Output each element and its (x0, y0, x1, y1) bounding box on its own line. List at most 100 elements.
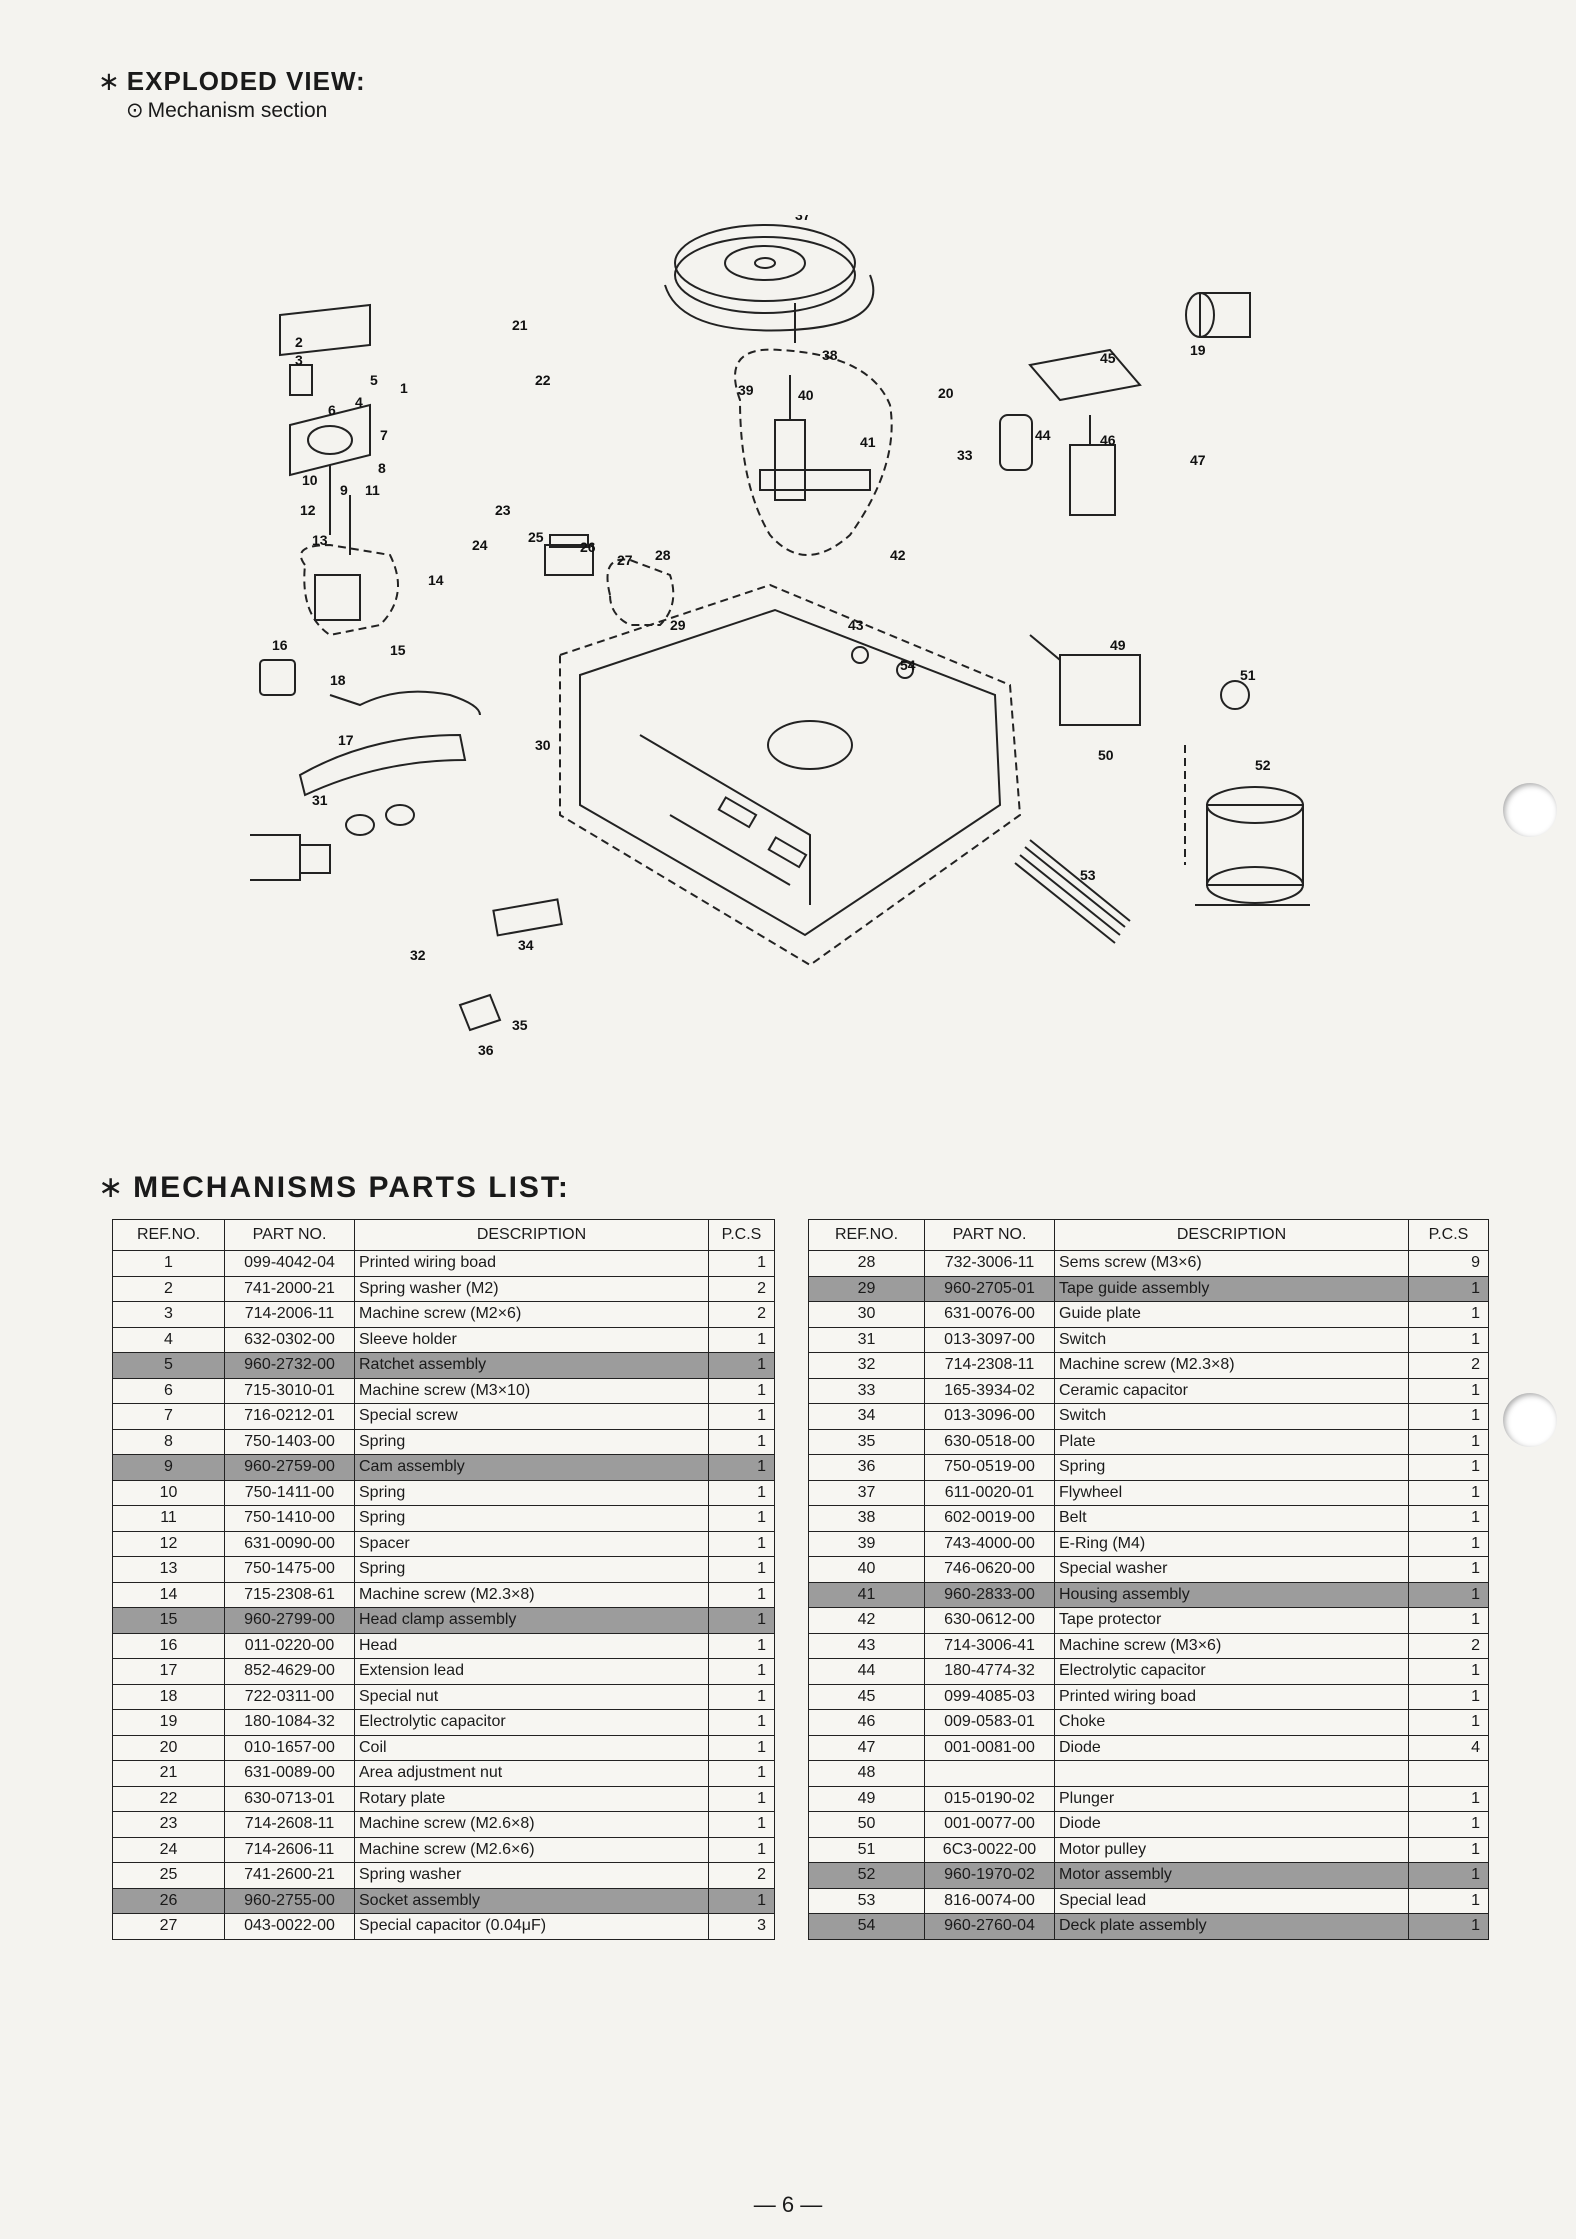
callout-52: 52 (1255, 757, 1271, 773)
ref-no-cell: 48 (808, 1760, 925, 1787)
part-no-cell: 630-0713-01 (224, 1785, 355, 1812)
callout-23: 23 (495, 502, 511, 518)
part-no-cell: 743-4000-00 (924, 1530, 1055, 1557)
col-pcs: P.C.S (708, 1219, 775, 1251)
plate-35-drawing (458, 993, 502, 1032)
part-no-cell: 630-0518-00 (924, 1428, 1055, 1455)
pcs-cell: 1 (708, 1454, 775, 1481)
col-pcs: P.C.S (1408, 1219, 1489, 1251)
flywheel-drawing (664, 224, 875, 343)
part-no-cell: 746-0620-00 (924, 1556, 1055, 1583)
callout-38: 38 (822, 347, 838, 363)
exploded-view-title-text: EXPLODED VIEW: (126, 66, 366, 96)
part-no-cell: 750-1403-00 (224, 1428, 355, 1455)
callout-13: 13 (312, 532, 328, 548)
pcs-cell: 1 (708, 1377, 775, 1404)
part-no-cell: 960-2799-00 (224, 1607, 355, 1634)
pcs-cell: 1 (708, 1530, 775, 1557)
description-cell: Switch (1054, 1403, 1409, 1430)
pcs-cell: 1 (1408, 1479, 1489, 1506)
part-no-cell: 015-0190-02 (924, 1785, 1055, 1812)
pcs-cell: 1 (1408, 1530, 1489, 1557)
pcs-cell: 1 (708, 1250, 775, 1277)
extension-lead-drawing (329, 690, 481, 716)
part-no-cell: 043-0022-00 (224, 1913, 355, 1940)
ref-no-cell: 16 (112, 1632, 225, 1659)
callout-39: 39 (738, 382, 754, 398)
description-cell: Ceramic capacitor (1054, 1377, 1409, 1404)
pcs-cell: 1 (1408, 1301, 1489, 1328)
pcs-cell: 4 (1408, 1734, 1489, 1761)
part-no-cell: 001-0081-00 (924, 1734, 1055, 1761)
ref-no-cell: 12 (112, 1530, 225, 1557)
description-cell: Sleeve holder (354, 1326, 709, 1353)
description-cell: Special nut (354, 1683, 709, 1710)
capacitor-27b-drawing (385, 804, 415, 826)
pcs-cell: 9 (1408, 1250, 1489, 1277)
description-cell: Plunger (1054, 1785, 1409, 1812)
part-no-cell: 165-3934-02 (924, 1377, 1055, 1404)
ref-no-cell: 13 (112, 1556, 225, 1583)
parts-list-star: ∗ (98, 1171, 126, 1204)
col-ref-no: REF.NO. (112, 1219, 225, 1251)
part-no-cell: 010-1657-00 (224, 1734, 355, 1761)
binder-hole-bottom (1503, 1393, 1557, 1447)
callout-37: 37 (795, 215, 811, 223)
ref-no-cell: 36 (808, 1454, 925, 1481)
table-header-row: REF.NO. PART NO. DESCRIPTION P.C.S (808, 1219, 1489, 1251)
housing-assembly-outline (734, 348, 893, 556)
ref-no-cell: 53 (808, 1887, 925, 1914)
electrolytic-capacitor-44-drawing (999, 414, 1033, 471)
description-cell: Special capacitor (0.04μF) (354, 1913, 709, 1940)
ref-no-cell: 34 (808, 1403, 925, 1430)
part-no-cell: 960-2833-00 (924, 1581, 1055, 1608)
callout-42: 42 (890, 547, 906, 563)
description-cell: Guide plate (1054, 1301, 1409, 1328)
pcs-cell: 2 (708, 1301, 775, 1328)
ref-no-cell: 47 (808, 1734, 925, 1761)
description-cell (1054, 1760, 1409, 1787)
callout-2: 2 (295, 334, 303, 350)
socket-assembly-drawing (544, 534, 594, 576)
description-cell: Machine screw (M2.6×6) (354, 1836, 709, 1863)
part-no-cell: 099-4085-03 (924, 1683, 1055, 1710)
description-cell: Tape guide assembly (1054, 1275, 1409, 1302)
pcs-cell: 1 (708, 1836, 775, 1863)
parts-list-title: ∗MECHANISMS PARTS LIST: (98, 1170, 570, 1205)
description-cell: Special lead (1054, 1887, 1409, 1914)
ref-no-cell: 9 (112, 1454, 225, 1481)
pcs-cell: 1 (708, 1683, 775, 1710)
callout-32: 32 (410, 947, 426, 963)
callout-28: 28 (655, 547, 671, 563)
callout-9: 9 (340, 482, 348, 498)
description-cell: Machine screw (M3×6) (1054, 1632, 1409, 1659)
callout-15: 15 (390, 642, 406, 658)
callout-5: 5 (370, 372, 378, 388)
head-clamp-assembly-outline (299, 543, 399, 637)
ref-no-cell: 54 (808, 1913, 925, 1940)
callout-25: 25 (528, 529, 544, 545)
ref-no-cell: 28 (808, 1250, 925, 1277)
part-no-cell: 099-4042-04 (224, 1250, 355, 1277)
description-cell: Electrolytic capacitor (354, 1709, 709, 1736)
pcs-cell: 1 (1408, 1658, 1489, 1685)
